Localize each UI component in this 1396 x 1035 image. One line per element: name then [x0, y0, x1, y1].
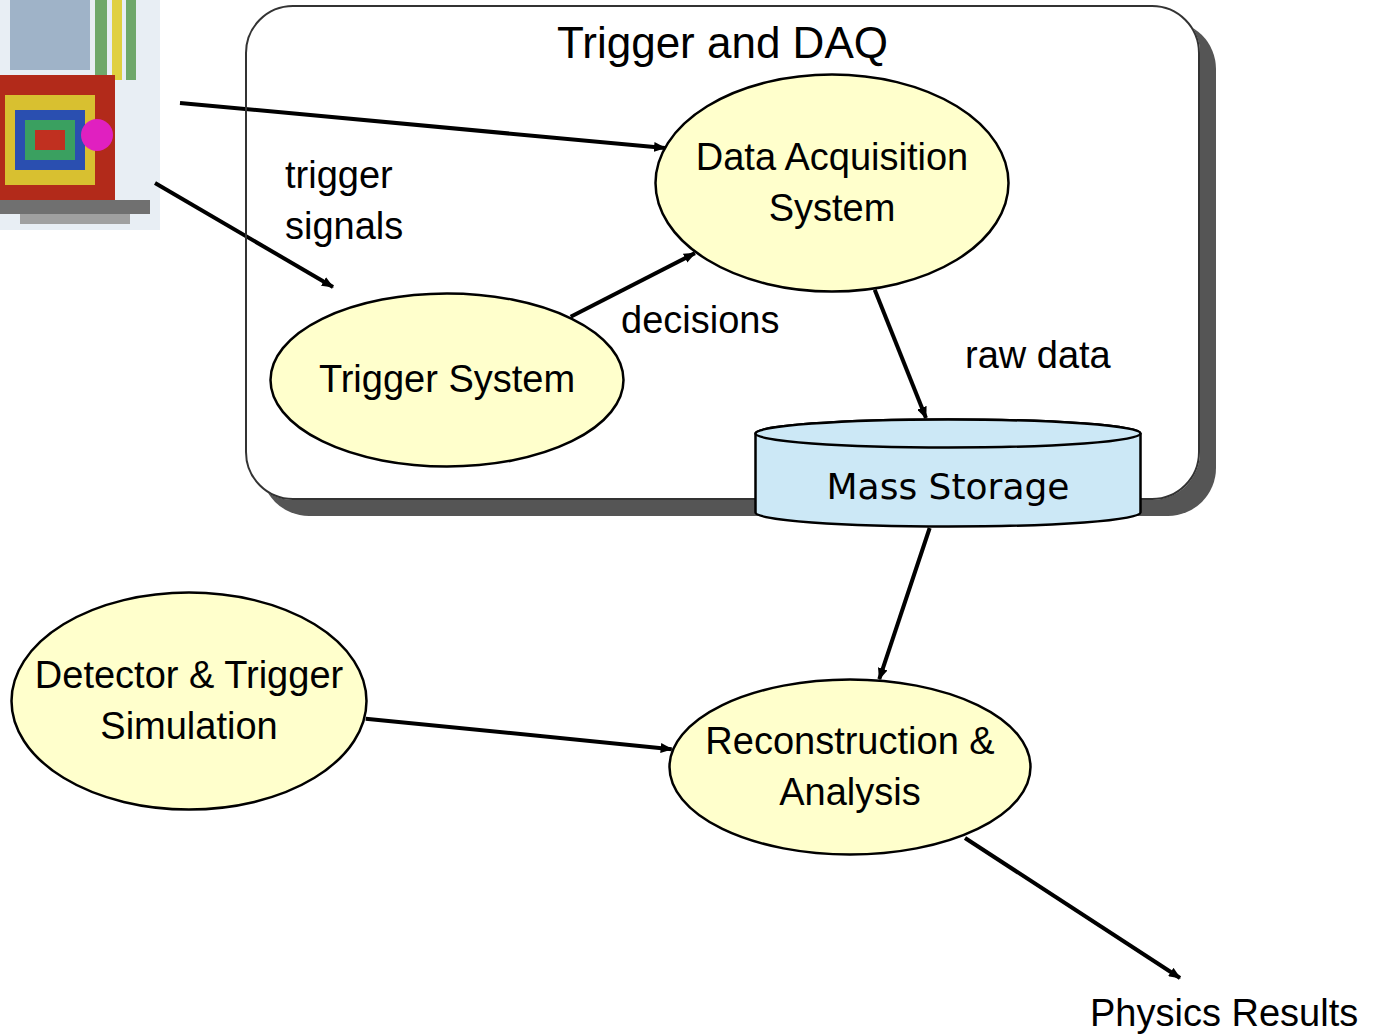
ellipse-outline	[668, 678, 1032, 856]
node-text: Trigger and DAQ	[557, 13, 888, 72]
flow-arrow	[366, 719, 672, 750]
process-ellipse: Detector & Trigger Simulation	[10, 591, 368, 811]
process-ellipse: Data Acquisition System	[654, 73, 1010, 293]
edge-label: decisions	[618, 298, 782, 344]
trigger-daq-group: Trigger and DAQ Data Acquisition SystemTr…	[245, 5, 1200, 500]
node-inner: Trigger System	[269, 292, 625, 468]
edge-label: raw data	[962, 333, 1114, 379]
node-inner: Data Acquisition System	[654, 73, 1010, 293]
node-inner: Reconstruction & Analysis	[668, 678, 1032, 856]
ellipse-shape	[670, 680, 1031, 855]
node-text: Trigger System	[319, 354, 575, 405]
output-label: Physics Results	[1090, 988, 1390, 1035]
flow-arrow	[875, 290, 926, 418]
node-text: Mass Storage	[827, 463, 1070, 512]
signal-label: trigger signals	[285, 150, 455, 253]
storage-cylinder: Mass Storage	[754, 418, 1142, 528]
node-text: Detector & Trigger Simulation	[32, 650, 347, 753]
cylinder-top	[756, 420, 1141, 448]
detector-picture	[0, 0, 160, 230]
ellipse-shape	[12, 592, 367, 809]
node-text: Reconstruction & Analysis	[690, 716, 1010, 819]
node-inner: Mass Storage	[754, 418, 1142, 528]
node-text: Data Acquisition System	[676, 132, 989, 235]
cylinder-body	[756, 420, 1141, 527]
flow-arrow	[879, 528, 929, 679]
ellipse-shape	[656, 74, 1009, 291]
ellipse-outline	[654, 73, 1010, 293]
process-ellipse: Reconstruction & Analysis	[668, 678, 1032, 856]
node-inner: Detector & Trigger Simulation	[10, 591, 368, 811]
ellipse-outline	[10, 591, 368, 811]
readout-arrow	[180, 103, 665, 148]
results-arrow	[965, 838, 1180, 978]
process-ellipse: Trigger System	[269, 292, 625, 468]
ellipse-shape	[271, 294, 624, 467]
